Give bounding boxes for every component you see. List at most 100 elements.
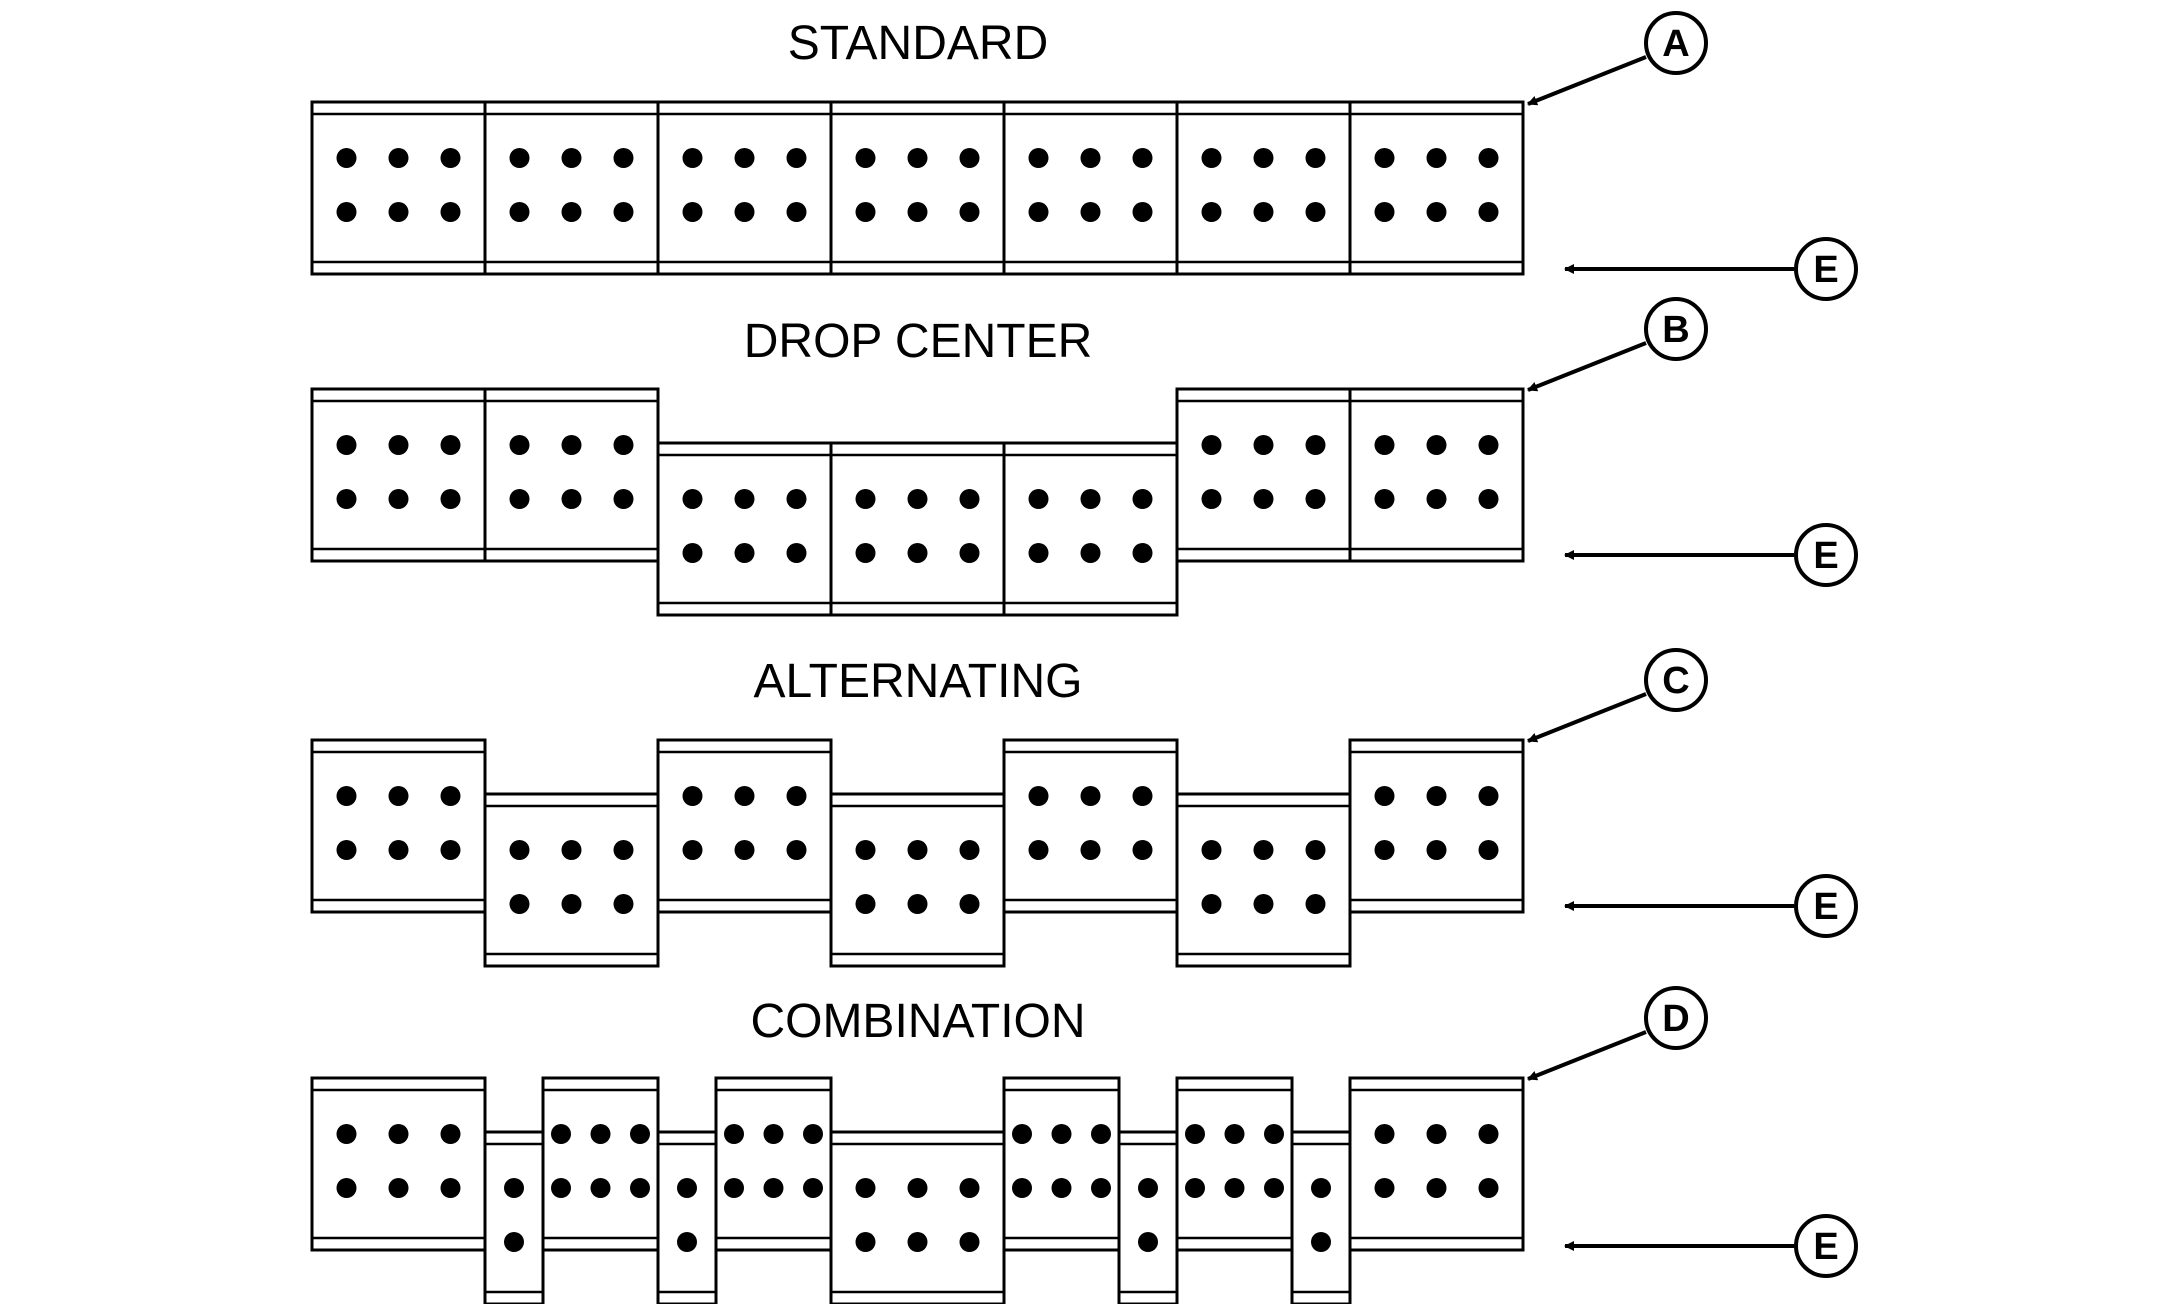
duct-panel <box>483 387 660 563</box>
bolt-dot <box>1051 1178 1072 1198</box>
bolt-dot <box>1132 148 1153 168</box>
duct-panel <box>483 1130 545 1304</box>
bolt-dot <box>1080 148 1101 168</box>
bolt-dot <box>336 1124 357 1144</box>
bolt-dot <box>734 489 755 509</box>
bolt-dot <box>1374 1178 1395 1198</box>
duct-panel <box>1002 738 1179 914</box>
bolt-dot <box>504 1232 524 1252</box>
bolt-dot <box>336 786 357 806</box>
bolt-dot <box>440 435 461 455</box>
callout-e-1: E <box>1794 237 1858 301</box>
bolt-dot <box>855 894 876 914</box>
callout-b-label: B <box>1662 309 1689 351</box>
bolt-dot <box>1374 148 1395 168</box>
bolt-dot <box>786 543 807 563</box>
row-title-alternating: ALTERNATING <box>754 655 1083 708</box>
panel-outline <box>310 1076 487 1252</box>
bolt-dot <box>509 435 530 455</box>
panel-outline <box>1348 100 1525 276</box>
bolt-dot <box>1253 840 1274 860</box>
panel-outline <box>1175 1076 1294 1252</box>
bolt-dot <box>907 489 928 509</box>
bolt-dot <box>1426 202 1447 222</box>
panel-outline <box>829 441 1006 617</box>
bolt-dot <box>682 148 703 168</box>
bolt-dot <box>388 1124 409 1144</box>
bolt-dot <box>734 543 755 563</box>
row-drop-center-panels <box>310 387 1525 617</box>
bolt-dot <box>336 148 357 168</box>
duct-panel <box>1175 387 1352 563</box>
duct-panel <box>1175 792 1352 968</box>
duct-panel <box>656 1130 718 1304</box>
bolt-dot <box>388 840 409 860</box>
bolt-dot <box>1305 894 1326 914</box>
bolt-dot <box>1012 1124 1032 1144</box>
duct-panel <box>656 738 833 914</box>
bolt-dot <box>734 786 755 806</box>
bolt-dot <box>561 840 582 860</box>
bolt-dot <box>336 1178 357 1198</box>
row-standard-panels <box>310 100 1525 276</box>
bolt-dot <box>336 202 357 222</box>
bolt-dot <box>1305 202 1326 222</box>
bolt-dot <box>509 489 530 509</box>
duct-panel <box>1175 1076 1294 1252</box>
bolt-dot <box>590 1178 611 1198</box>
bolt-dot <box>959 840 980 860</box>
bolt-dot <box>734 202 755 222</box>
duct-panel <box>310 1076 487 1252</box>
panel-outline <box>1175 100 1352 276</box>
bolt-dot <box>786 786 807 806</box>
bolt-dot <box>561 435 582 455</box>
bolt-dot <box>855 202 876 222</box>
panel-outline <box>1175 792 1352 968</box>
duct-panel <box>310 738 487 914</box>
duct-panel <box>310 100 487 276</box>
bolt-dot <box>1253 148 1274 168</box>
panel-outline <box>483 387 660 563</box>
bolt-dot <box>440 148 461 168</box>
bolt-dot <box>855 489 876 509</box>
bolt-dot <box>388 435 409 455</box>
bolt-dot <box>1201 894 1222 914</box>
bolt-dot <box>613 894 634 914</box>
panel-outline <box>656 100 833 276</box>
leader-arrow-b <box>1527 341 1647 392</box>
bolt-dot <box>855 543 876 563</box>
bolt-dot <box>1028 840 1049 860</box>
duct-panel <box>1348 738 1525 914</box>
bolt-dot <box>613 202 634 222</box>
bolt-dot <box>855 148 876 168</box>
panel-outline <box>310 100 487 276</box>
bolt-dot <box>682 786 703 806</box>
bolt-dot <box>1305 148 1326 168</box>
bolt-dot <box>734 840 755 860</box>
bolt-dot <box>1080 786 1101 806</box>
bolt-dot <box>1426 435 1447 455</box>
bolt-dot <box>1012 1178 1032 1198</box>
callout-e-4: E <box>1794 1214 1858 1278</box>
bolt-dot <box>1201 489 1222 509</box>
bolt-dot <box>1028 543 1049 563</box>
bolt-dot <box>734 148 755 168</box>
panel-outline <box>656 1130 718 1304</box>
bolt-dot <box>1253 435 1274 455</box>
bolt-dot <box>1311 1178 1331 1198</box>
bolt-dot <box>1305 489 1326 509</box>
bolt-dot <box>551 1124 571 1144</box>
bolt-dot <box>1132 202 1153 222</box>
bolt-dot <box>388 148 409 168</box>
bolt-dot <box>1374 435 1395 455</box>
bolt-dot <box>724 1124 744 1144</box>
bolt-dot <box>855 1232 876 1252</box>
bolt-dot <box>1224 1124 1245 1144</box>
callout-e-2: E <box>1794 523 1858 587</box>
bolt-dot <box>509 148 530 168</box>
bolt-dot <box>1374 489 1395 509</box>
duct-panel <box>1175 100 1352 276</box>
bolt-dot <box>1132 786 1153 806</box>
bolt-dot <box>677 1232 697 1252</box>
panel-outline <box>483 100 660 276</box>
